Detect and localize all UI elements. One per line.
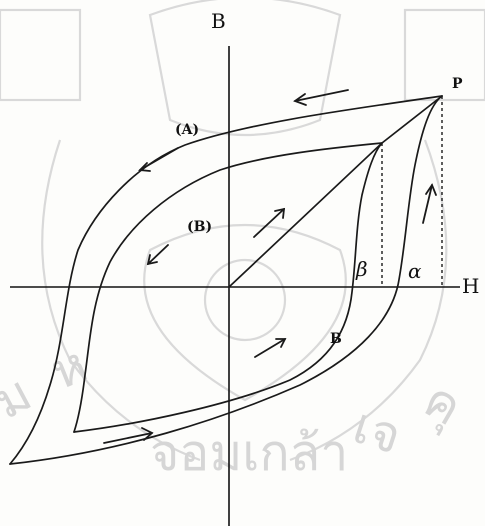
watermark-right-tower: [403, 8, 485, 102]
beta-label: β: [355, 257, 368, 281]
arrow-top-left: [293, 89, 349, 106]
outer-loop-upper-branch: [9, 95, 443, 465]
inner-loop-lower-branch: [73, 142, 383, 433]
arrow-outer-lower: [103, 427, 154, 444]
arrow-right-up: [422, 183, 437, 224]
outer-loop-lower-branch: [9, 95, 443, 465]
lower-branch-label: B: [330, 331, 342, 347]
arrow-outer-left: [138, 147, 179, 172]
curve-a-label: (A): [175, 122, 199, 138]
curve-b-label: (B): [187, 219, 212, 235]
watermark-inner-ring: [203, 258, 287, 342]
watermark-right-scroll: [289, 139, 448, 462]
watermark-text-left2: ห: [43, 335, 95, 401]
alpha-label: α: [408, 259, 422, 283]
watermark-crown: [148, 0, 342, 137]
watermark-text-right2: คุ: [414, 370, 472, 438]
peak-label: P: [452, 76, 463, 92]
watermark-center-emblem: [143, 224, 347, 402]
arrow-inner-lower: [254, 338, 287, 358]
arrow-inner-left: [146, 244, 169, 266]
watermark-text-bottom: จอมเกล้า: [150, 424, 348, 482]
h-axis-label: H: [462, 274, 479, 298]
inner-loop-upper-branch: [73, 142, 383, 433]
arrow-initial-up: [253, 207, 286, 238]
watermark-seal: ม ห จอมเกล้า เจ คุ: [0, 0, 485, 482]
watermark-left-tower: [0, 8, 82, 102]
watermark-text-left: ม: [0, 364, 41, 431]
watermark-text-right: เจ: [346, 396, 408, 465]
b-axis-label: B: [211, 9, 226, 33]
